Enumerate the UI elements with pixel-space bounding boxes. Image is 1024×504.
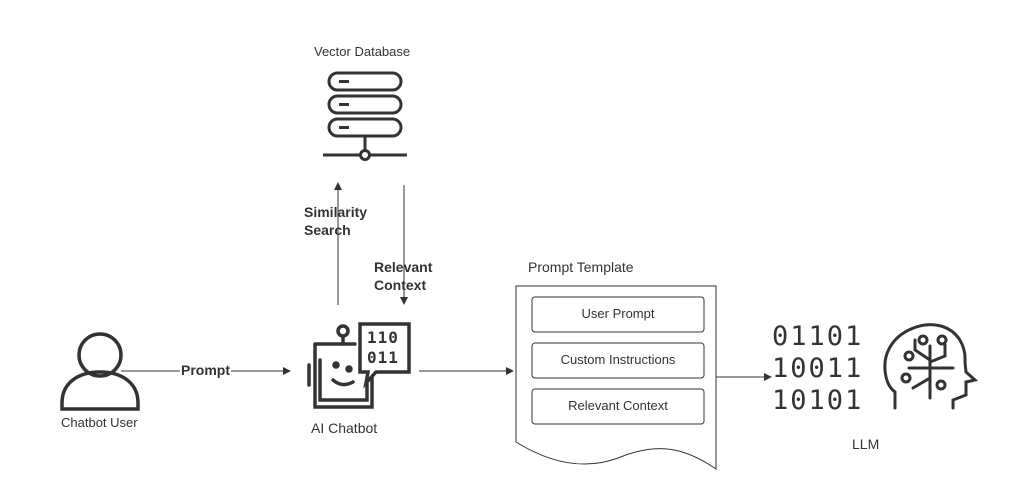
prompt-template-title: Prompt Template: [528, 259, 634, 275]
similarity-search-line1: Similarity: [304, 204, 368, 220]
relevant-context-line1: Relevant: [374, 259, 433, 275]
chat-bubble-icon: [358, 322, 411, 389]
ai-chatbot-label: AI Chatbot: [311, 420, 378, 436]
brain-icon: [883, 323, 979, 410]
template-item-custom-instructions: Custom Instructions: [560, 352, 676, 367]
robot-icon: [307, 324, 374, 409]
binary-line-1: 01101: [772, 321, 864, 352]
user-icon: [60, 332, 140, 411]
vector-database-label: Vector Database: [314, 44, 411, 59]
binary-line-3: 10101: [772, 385, 864, 416]
template-item-relevant-context: Relevant Context: [568, 398, 668, 413]
similarity-search-label: Similarity Search: [304, 203, 367, 239]
template-item-box: [531, 388, 705, 425]
binary-line-2: 10011: [772, 353, 864, 384]
relevant-context-line2: Context: [374, 277, 427, 293]
relevant-context-label: Relevant Context: [374, 258, 432, 294]
template-item-box: [531, 296, 705, 333]
llm-label: LLM: [852, 436, 880, 452]
similarity-search-line2: Search: [304, 222, 351, 238]
template-item-box: [531, 342, 705, 379]
chatbot-user-label: Chatbot User: [61, 415, 138, 430]
template-item-user-prompt: User Prompt: [581, 306, 655, 321]
chatbot-screen-line2: 011: [367, 348, 399, 367]
prompt-edge-label: Prompt: [180, 361, 231, 379]
chatbot-screen-line1: 110: [367, 328, 399, 347]
database-icon: [323, 71, 407, 161]
